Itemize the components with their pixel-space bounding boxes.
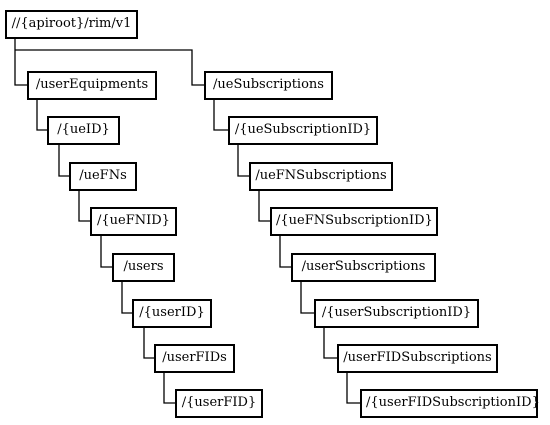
node-user-fid-subscription-id: /{userFIDSubscriptionID} [360, 389, 540, 418]
connector-left-5 [121, 282, 132, 314]
node-user-subscription-id: /{userSubscriptionID} [314, 299, 479, 328]
connector-root-left [14, 39, 27, 86]
connector-right-5 [300, 282, 314, 314]
connector-left-1 [36, 99, 47, 131]
node-ue-subscriptions: /ueSubscriptions [204, 71, 333, 100]
connector-left-2 [58, 145, 69, 177]
connector-right-2 [237, 145, 249, 177]
connector-right-3 [258, 190, 270, 222]
node-ue-id: /{ueID} [47, 116, 120, 145]
node-users: /users [112, 253, 175, 282]
node-user-fids: /userFIDs [154, 344, 235, 373]
connector-left-7 [163, 373, 175, 404]
node-ue-fns: /ueFNs [69, 162, 137, 191]
node-root: //{apiroot}/rim/v1 [5, 10, 138, 39]
node-user-id: /{userID} [132, 299, 212, 328]
connector-right-6 [323, 327, 337, 359]
node-ue-fn-id: /{ueFNID} [90, 207, 177, 236]
node-user-subscriptions: /userSubscriptions [291, 253, 436, 282]
connector-right-4 [279, 236, 291, 268]
node-user-equipments: /userEquipments [27, 71, 157, 100]
node-user-fid-subscriptions: /userFIDSubscriptions [337, 344, 498, 373]
node-ue-subscription-id: /{ueSubscriptionID} [228, 116, 378, 145]
connector-right-7 [346, 373, 360, 404]
node-ue-fn-subscriptions: /ueFNSubscriptions [249, 162, 393, 191]
node-user-fid: /{userFID} [175, 389, 263, 418]
connector-right-1 [213, 99, 228, 131]
connector-root-right [15, 49, 204, 86]
connector-left-4 [100, 236, 112, 268]
connector-left-6 [143, 327, 154, 359]
connector-left-3 [78, 190, 90, 222]
node-ue-fn-subscription-id: /{ueFNSubscriptionID} [270, 207, 438, 236]
